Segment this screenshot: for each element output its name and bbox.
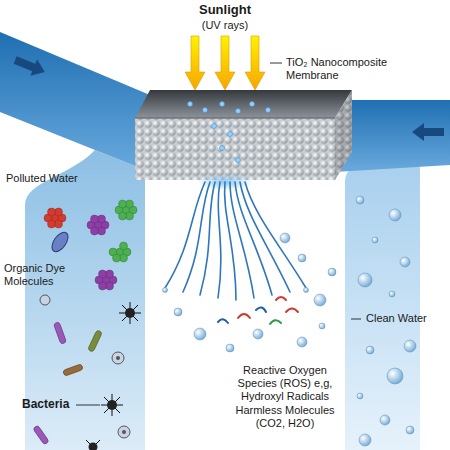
uv-label: (UV rays): [150, 19, 300, 32]
ros-label: Reactive Oxygen Species (ROS) e,g, Hydro…: [226, 364, 344, 403]
product-label: Harmless Molecules (CO2, H2O): [226, 404, 344, 430]
membrane-label: TiO₂ Nanocomposite Membrane: [286, 56, 404, 82]
bacteria-label: Bacteria: [22, 398, 69, 411]
outlet-label: Clean Water: [366, 312, 427, 325]
dye-label: Organic Dye Molecules: [4, 262, 74, 288]
sunlight-label: Sunlight: [150, 3, 300, 16]
inlet-label: Polluted Water: [6, 172, 78, 185]
